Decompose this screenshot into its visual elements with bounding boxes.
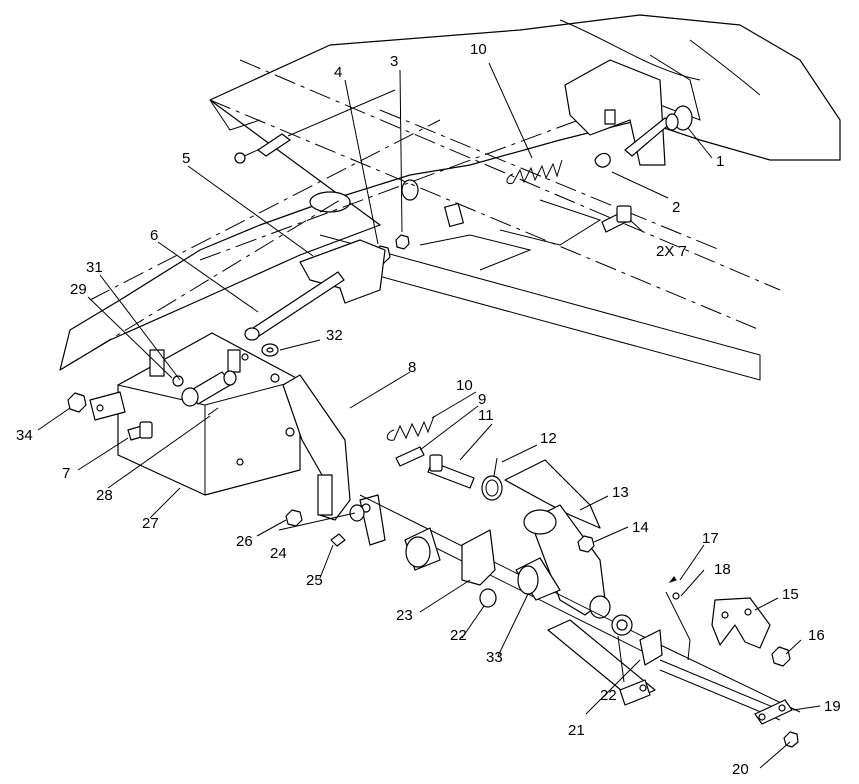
callout-2: 2 [672,199,680,216]
leader-lines [37,62,821,769]
pedal-13 [504,459,611,619]
callout-26: 26 [236,533,253,550]
lever-8 [282,374,386,546]
callout-8: 8 [408,359,416,376]
washer-32 [261,343,279,357]
callout-19: 19 [824,698,841,715]
rod-link-5 [244,239,386,341]
pivot-bracket-upper [564,59,693,168]
bracket-15 [711,597,771,649]
callout-10-lower: 10 [456,377,473,394]
pin-28 [207,407,219,416]
callout-5: 5 [182,150,190,167]
bushing-22b [611,614,633,636]
callout-16: 16 [808,627,825,644]
pin-17 [668,576,677,584]
callout-7: 7 [62,465,70,482]
washer-29 [172,375,184,387]
callout-18: 18 [714,561,731,578]
bolt-11 [427,454,475,489]
callout-33: 33 [486,649,503,666]
callout-20: 20 [732,761,749,778]
callout-12: 12 [540,430,557,447]
callout-15: 15 [782,586,799,603]
bushing-24 [349,504,365,522]
callout-2x7: 2X 7 [656,243,687,260]
nut-34 [67,392,87,413]
bracket-box-27 [89,332,301,496]
callout-14: 14 [632,519,649,536]
fitting-25 [330,533,346,547]
spring-lower [386,415,435,441]
spacer-33 [515,557,561,601]
bracket-21 [639,629,663,666]
callout-17: 17 [702,530,719,547]
spring-upper [506,159,563,185]
cam-plate-23 [461,529,496,586]
link-plate-19 [754,699,793,725]
nut-14 [577,535,595,553]
callout-9: 9 [478,391,486,408]
callout-22-left: 22 [450,627,467,644]
callout-labels: 1 2 3 4 2X 7 5 6 7 8 9 10 10 11 12 13 14… [16,41,841,778]
callout-4: 4 [334,64,342,81]
callout-31: 31 [86,259,103,276]
nut-16 [771,646,791,667]
callout-6: 6 [150,227,158,244]
link-plate-21b [619,679,651,706]
lever-arm-18 [665,591,691,661]
bolt-7 [127,421,153,441]
callout-11: 11 [478,407,494,424]
callout-22-right: 22 [600,687,617,704]
callout-25: 25 [306,572,323,589]
callout-28: 28 [96,487,113,504]
callout-24: 24 [270,545,287,562]
callout-27: 27 [142,515,159,532]
callout-29: 29 [70,281,87,298]
callout-34: 34 [16,427,33,444]
callout-3: 3 [390,53,398,70]
callout-23: 23 [396,607,413,624]
pin-9 [395,446,425,467]
bolt-2x7 [601,205,632,233]
cylinder-31 [181,370,237,407]
cable-assembly [234,89,396,164]
callout-32: 32 [326,327,343,344]
callout-21: 21 [568,722,585,739]
callout-10-upper: 10 [470,41,487,58]
torsion-spring-12 [481,457,503,501]
nut-3 [395,234,410,250]
bushing-22a [479,588,497,608]
nut-26 [285,509,303,527]
frame-chassis [59,14,841,381]
callout-13: 13 [612,484,629,501]
callout-1: 1 [716,153,724,170]
